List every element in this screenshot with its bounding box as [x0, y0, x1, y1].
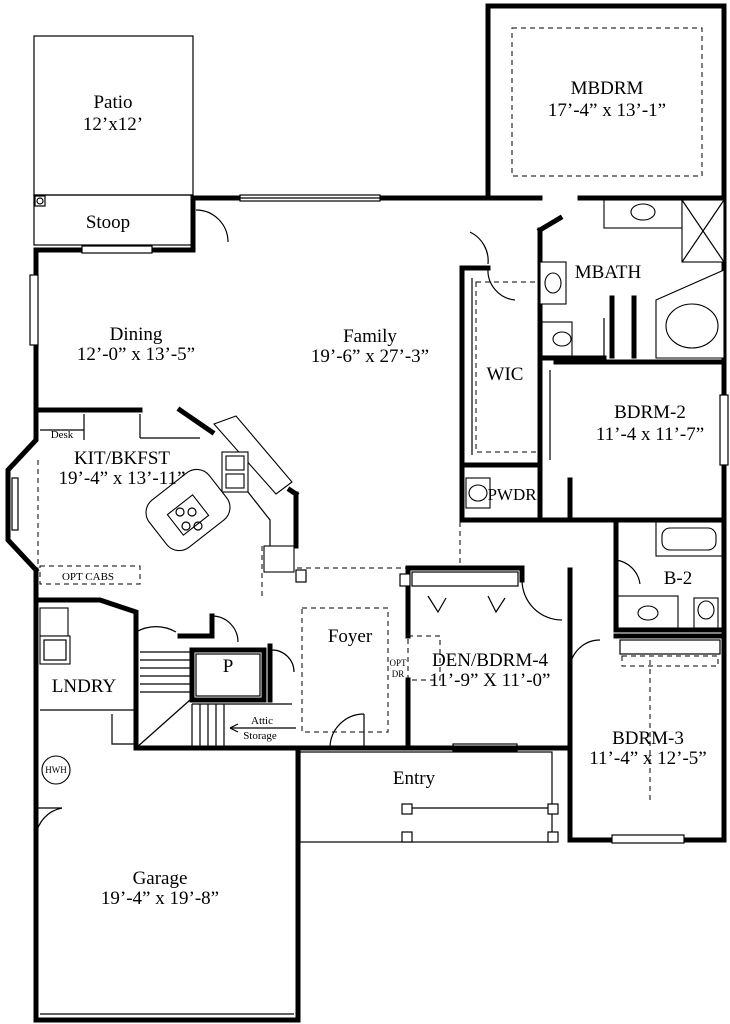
windows	[11, 194, 729, 844]
wic-name: WIC	[487, 364, 524, 385]
stairs	[135, 651, 292, 749]
b2-name: B-2	[664, 568, 693, 589]
garage-name: Garage	[133, 868, 188, 889]
foyer-name: Foyer	[328, 626, 373, 647]
garage-dims: 19’-4” x 19’-8”	[101, 888, 219, 909]
family-name: Family	[343, 326, 397, 347]
patio-dims: 12’x12’	[83, 114, 143, 135]
kitchen-name: KIT/BKFST	[74, 448, 170, 469]
attic-line2: Storage	[243, 730, 277, 742]
cooktop	[166, 494, 210, 536]
mbath-name: MBATH	[575, 262, 642, 283]
bdrm3-dims: 11’-4” x 12’-5”	[589, 748, 706, 769]
opt-dr-line2: DR	[392, 669, 405, 679]
water-heater	[41, 755, 71, 785]
kitchen-dims: 19’-4” x 13’-11”	[59, 468, 186, 489]
desk-label: Desk	[51, 429, 74, 441]
pantry-name: P	[223, 656, 234, 677]
porch	[299, 751, 553, 843]
bdrm3-name: BDRM-3	[612, 728, 684, 749]
pwdr-name: PWDR	[487, 485, 537, 504]
den-dims: 11’-9” X 11’-0”	[430, 670, 551, 691]
family-dims: 19’-6” x 27’-3”	[311, 346, 429, 367]
exterior-walls	[5, 3, 727, 1023]
dining-name: Dining	[110, 324, 163, 345]
lndry-name: LNDRY	[52, 676, 117, 697]
room-labels: Patio 12’x12’ Stoop MBDRM 17’-4” x 13’-1…	[45, 78, 706, 909]
kitchen-peninsula	[213, 415, 293, 495]
mbdrm-dims: 17’-4” x 13’-1”	[548, 100, 666, 121]
opt-double-door	[407, 635, 441, 681]
mbdrm-tray-ceiling	[511, 27, 703, 177]
opt-dr-line1: OPT	[389, 658, 407, 668]
opt-cabs-label: OPT CABS	[62, 571, 114, 583]
washer	[39, 607, 69, 637]
den-name: DEN/BDRM-4	[432, 650, 549, 671]
attic-line1: Attic	[251, 715, 273, 727]
stoop-name: Stoop	[86, 212, 130, 233]
dining-dims: 12’-0” x 13’-5”	[77, 344, 195, 365]
mbdrm-name: MBDRM	[571, 78, 644, 99]
patio-post	[34, 195, 46, 207]
entry-name: Entry	[393, 768, 436, 789]
foyer-ceiling	[301, 607, 389, 733]
patio-name: Patio	[93, 92, 132, 113]
hwh-label: HWH	[45, 765, 67, 775]
bdrm3-closet-dash	[621, 655, 719, 667]
bdrm2-dims: 11’-4 x 11’-7”	[596, 424, 704, 445]
bdrm2-name: BDRM-2	[614, 402, 686, 423]
pantry-shelf	[195, 653, 261, 697]
fridge	[263, 545, 295, 573]
dryer	[39, 635, 71, 665]
